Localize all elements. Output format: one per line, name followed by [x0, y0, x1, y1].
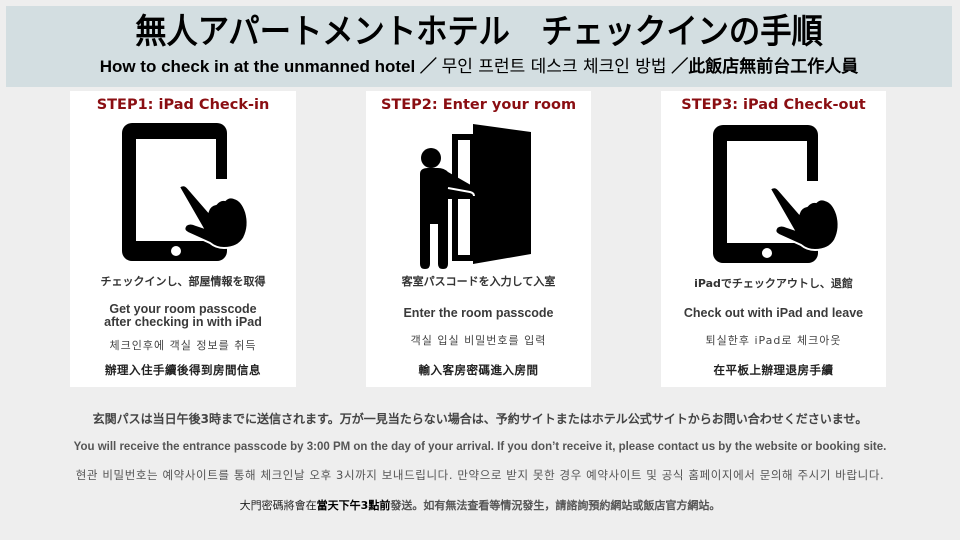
step2-title: STEP2: Enter your room	[380, 97, 577, 113]
footer-note-korean: 현관 비밀번호는 예약사이트를 통해 체크인날 오후 3시까지 보내드립니다. …	[75, 468, 885, 482]
step2-korean: 객실 입실 비밀번호를 입력	[410, 334, 547, 347]
subtitle-chinese: ／此飯店無前台工作人員	[666, 57, 859, 76]
footer-chinese-part1: 大門密碼將會在	[239, 499, 317, 512]
title-banner: 無人アパートメントホテル チェックインの手順 How to check in a…	[6, 6, 952, 87]
step1-english-line1: Get your room passcode	[109, 302, 257, 316]
page-subtitle: How to check in at the unmanned hotel ／ …	[6, 56, 952, 78]
step2-japanese: 客室パスコードを入力して入室	[401, 275, 556, 288]
step3-panel: STEP3: iPad Check-out iPadでチェックアウトし、退館 C…	[661, 91, 886, 387]
step2-chinese: 輸入客房密碼進入房間	[418, 363, 539, 377]
tablet-touch-icon	[122, 123, 249, 261]
step3-title: STEP3: iPad Check-out	[681, 97, 866, 113]
tablet-touch-icon	[713, 125, 840, 263]
step1-title: STEP1: iPad Check-in	[96, 97, 270, 113]
footer-note-english: You will receive the entrance passcode b…	[73, 441, 887, 453]
page-title: 無人アパートメントホテル チェックインの手順	[135, 12, 823, 52]
footer-note-chinese: 大門密碼將會在當天下午3點前發送。如有無法查看等情況發生，請諮詢預約網站或飯店官…	[0, 497, 960, 513]
subtitle-english: How to check in at the unmanned hotel ／	[99, 57, 442, 76]
step3-korean: 퇴실한후 iPad로 체크아웃	[705, 334, 842, 347]
step1-panel: STEP1: iPad Check-in チェックインし、部屋情報を取得 Get…	[70, 91, 296, 387]
footer-note-japanese: 玄関パスは当日午後3時までに送信されます。万が一見当たらない場合は、予約サイトま…	[92, 412, 868, 426]
subtitle-korean: 무인 프런트 데스크 체크인 방법	[441, 57, 667, 77]
footer-chinese-part3: 發送。如有無法查看等情況發生，請諮詢預約網站或飯店官方網站。	[390, 499, 721, 512]
person-door-icon	[420, 124, 531, 269]
step1-english-line2: after checking in with iPad	[104, 315, 262, 329]
step3-english: Check out with iPad and leave	[683, 306, 864, 320]
step2-english: Enter the room passcode	[403, 306, 554, 320]
footer-chinese-emphasis: 當天下午3點前	[316, 499, 391, 512]
step1-japanese: チェックインし、部屋情報を取得	[100, 275, 266, 288]
step3-chinese: 在平板上辦理退房手續	[713, 363, 834, 377]
step1-korean: 체크인후에 객실 정보를 취득	[109, 339, 257, 352]
step3-japanese: iPadでチェックアウトし、退館	[694, 277, 853, 290]
step1-chinese: 辦理入住手續後得到房間信息	[105, 363, 261, 377]
step2-panel: STEP2: Enter your room 客室パスコードを入力して入室 En…	[366, 91, 591, 387]
